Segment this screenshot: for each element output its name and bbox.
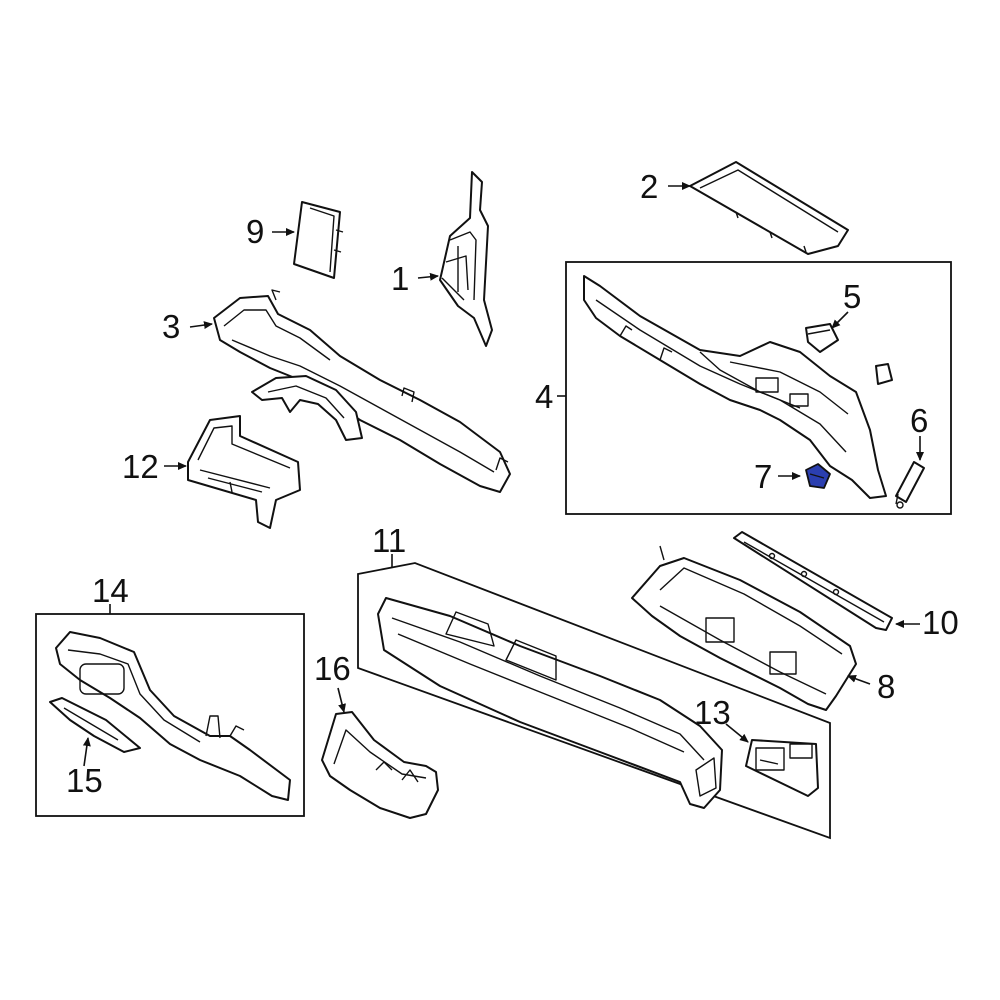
leader-15 [82, 737, 91, 767]
part-12-duct [187, 415, 301, 529]
callout-7: 7 [754, 458, 772, 495]
callout-8: 8 [877, 668, 895, 705]
part-10-strip [733, 531, 893, 631]
part-1-bracket [439, 171, 493, 347]
part-13-switch [745, 739, 819, 797]
part-8-tray [631, 545, 857, 711]
leader-13 [725, 723, 749, 743]
leader-5 [831, 311, 849, 329]
callout-4: 4 [535, 378, 553, 415]
part-4-glove-box [583, 275, 887, 499]
callout-13: 13 [694, 694, 731, 731]
part-9-panel [293, 201, 344, 279]
callout-10: 10 [922, 604, 959, 641]
group-frame-4 [565, 261, 952, 515]
callout-5: 5 [843, 278, 861, 315]
part-2-panel [689, 161, 849, 255]
part-11-trim [377, 597, 723, 809]
callout-9: 9 [246, 213, 264, 250]
part-5-clip [805, 323, 839, 353]
part-16-cover [321, 711, 439, 819]
part-7-stopper [805, 463, 831, 489]
callout-11: 11 [372, 522, 406, 559]
leader-8 [847, 674, 871, 685]
part-6-damper [895, 461, 925, 509]
group-frame-11 [357, 562, 831, 840]
part-15-cover [49, 697, 141, 753]
callout-14: 14 [92, 572, 129, 609]
part-3-cross-member [213, 289, 511, 493]
part-14-lower-panel [55, 631, 291, 801]
callout-15: 15 [66, 762, 103, 799]
callout-12: 12 [122, 448, 159, 485]
callout-16: 16 [314, 650, 351, 687]
callout-3: 3 [162, 308, 180, 345]
leader-1 [417, 272, 439, 281]
group-frame-14 [35, 613, 305, 817]
leader-3 [189, 321, 213, 330]
callout-6: 6 [910, 402, 928, 439]
leader-16 [337, 687, 346, 713]
part-4-clip [875, 363, 893, 385]
callout-1: 1 [391, 260, 409, 297]
callout-2: 2 [640, 168, 658, 205]
